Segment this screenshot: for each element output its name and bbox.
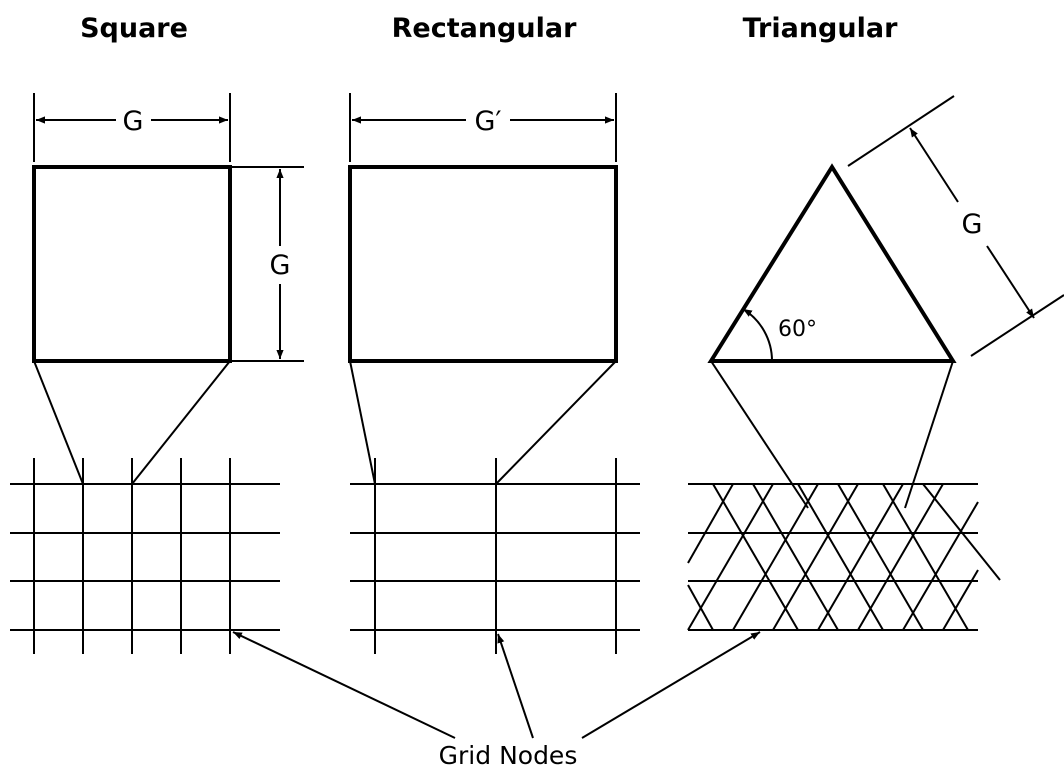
- square-grid: [10, 458, 280, 654]
- rectangular-section: G′: [348, 93, 640, 654]
- triangular-cell: [707, 163, 957, 363]
- angle-arc: [742, 308, 774, 362]
- triangular-side-dimension-arrow: [909, 127, 959, 203]
- rectangular-grid: [350, 458, 640, 654]
- square-cell: [32, 165, 232, 363]
- triangular-side-label: G: [962, 209, 983, 240]
- grid-nodes-label: Grid Nodes: [439, 741, 578, 769]
- square-height-label: G: [270, 250, 291, 281]
- triangular-grid: [687, 483, 1001, 631]
- rectangular-title: Rectangular: [392, 13, 577, 44]
- triangular-section: G 60°: [687, 95, 1064, 631]
- square-title: Square: [80, 13, 188, 44]
- square-section: G G: [10, 93, 304, 654]
- triangular-title: Triangular: [743, 13, 898, 44]
- rectangular-width-label: G′: [474, 106, 501, 137]
- angle-label: 60°: [778, 317, 817, 342]
- grid-nodes-callout: Grid Nodes: [232, 631, 761, 769]
- square-width-label: G: [123, 106, 144, 137]
- rectangular-cell: [348, 165, 618, 363]
